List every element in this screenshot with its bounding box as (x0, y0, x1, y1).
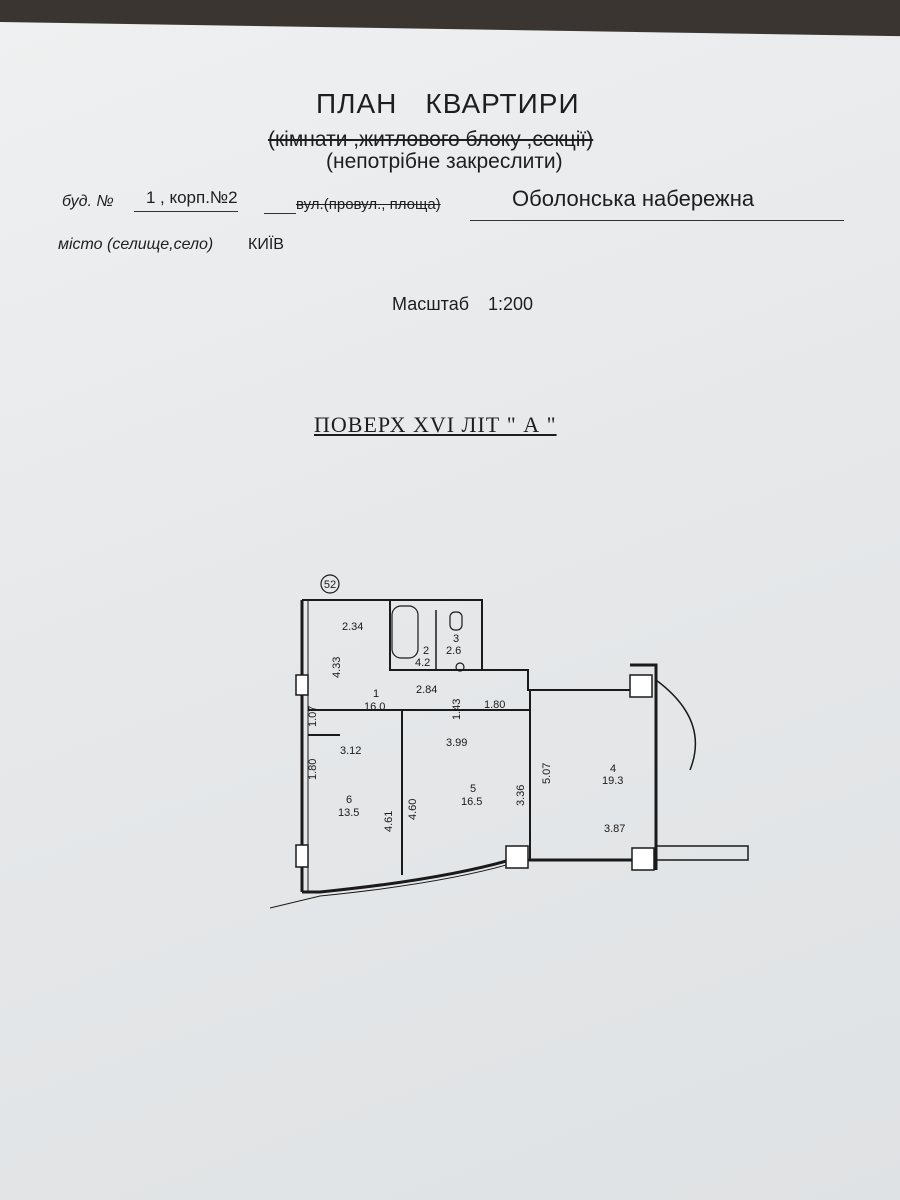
dim-4-60: 4.60 (407, 799, 419, 820)
floor-plan: 52 1 16.0 2 4.2 3 2.6 4 19.3 5 16.5 6 13… (269, 574, 749, 909)
plan-marker: 52 (324, 579, 336, 591)
bath-block-wall (389, 600, 482, 671)
dim-1-43: 1.43 (451, 699, 463, 720)
balcony-ledge (656, 845, 749, 861)
street-underline (470, 220, 844, 221)
subtitle-crossed: (кімнати ,житлового блоку ,секції) (268, 128, 594, 151)
korpus-label: , корп.№2 (160, 188, 238, 207)
dim-3-99: 3.99 (446, 737, 467, 749)
title-word-plan: ПЛАН (316, 88, 398, 119)
window-southwest (295, 844, 309, 868)
plan-east-wall (630, 663, 658, 870)
room-4-number: 4 (610, 763, 616, 775)
dim-3-12: 3.12 (340, 745, 361, 757)
dim-4-61: 4.61 (383, 811, 395, 832)
plan-facade-curve (269, 863, 511, 909)
page-title: ПЛАН КВАРТИРИ (316, 88, 580, 120)
street-label: вул.(провул., площа) (296, 196, 441, 213)
column-south (505, 845, 529, 869)
room-6-area: 13.5 (338, 807, 359, 819)
room-3-area: 2.6 (446, 645, 461, 657)
room-2-number: 2 (423, 645, 429, 657)
window-west (295, 674, 309, 696)
plan-north-wall (302, 599, 630, 691)
toilet-icon (449, 611, 463, 631)
scale-value: 1:200 (488, 294, 534, 314)
dim-1-80-left: 1.80 (307, 759, 319, 780)
room-1-number: 1 (373, 688, 379, 700)
dim-1-07: 1.07 (307, 706, 319, 727)
plan-south-wall (302, 858, 656, 894)
cross-out-note: (непотрібне закреслити) (326, 150, 563, 173)
building-value: 1 (146, 188, 156, 207)
room-6-number: 6 (346, 794, 352, 806)
building-underline (134, 211, 238, 212)
sink-icon (455, 662, 465, 672)
scale-label: Масштаб (392, 294, 470, 314)
building-label: буд. № (62, 193, 114, 210)
bathtub-icon (391, 605, 419, 659)
balcony-arc (655, 679, 697, 771)
dim-3-87: 3.87 (604, 823, 625, 835)
room-4-area: 19.3 (602, 775, 623, 787)
room-5-area: 16.5 (461, 796, 482, 808)
column-southeast (631, 847, 655, 871)
paper-sheet (0, 22, 900, 1200)
room-2-area: 4.2 (415, 657, 430, 669)
dim-2-34: 2.34 (342, 621, 363, 633)
dim-3-36: 3.36 (515, 785, 527, 806)
marker-circle (320, 574, 340, 594)
room-3-number: 3 (453, 633, 459, 645)
dim-1-80-top: 1.80 (484, 699, 505, 711)
floor-heading: ПОВЕРХ XVI ЛІТ " А " (314, 412, 557, 437)
street-value: Оболонська набережна (512, 186, 755, 211)
korpus-underline (264, 213, 296, 214)
city-value: КИЇВ (248, 236, 284, 253)
dim-4-33: 4.33 (331, 657, 343, 678)
title-word-apartment: КВАРТИРИ (425, 88, 580, 119)
city-label: місто (селище,село) (58, 236, 214, 253)
room-5-number: 5 (470, 783, 476, 795)
column-east (629, 674, 653, 698)
dim-2-84: 2.84 (416, 684, 437, 696)
dim-5-07: 5.07 (541, 763, 553, 784)
room-1-area: 16.0 (364, 701, 385, 713)
